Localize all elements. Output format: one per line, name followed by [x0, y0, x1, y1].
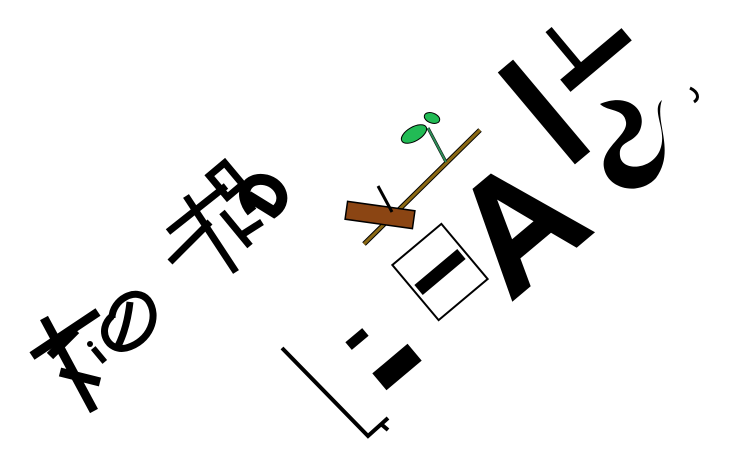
dash-blocks — [345, 328, 422, 391]
hiragana-no-glyph — [101, 290, 157, 352]
letter-t-glyph — [497, 27, 632, 165]
wordmark-lettering — [29, 27, 699, 439]
small-i-glyph — [87, 341, 108, 364]
sprout-plank-illustration — [344, 112, 482, 246]
kanji-tree-glyph — [29, 308, 102, 414]
letter-e-glyph — [239, 173, 288, 219]
small-mark-glyph — [689, 86, 699, 104]
boxed-bar-glyph — [390, 222, 490, 322]
letter-s-glyph — [600, 100, 665, 189]
letter-a-glyph — [472, 173, 596, 302]
letter-l-glyph — [280, 346, 390, 439]
kanji-root-glyph — [165, 157, 264, 274]
